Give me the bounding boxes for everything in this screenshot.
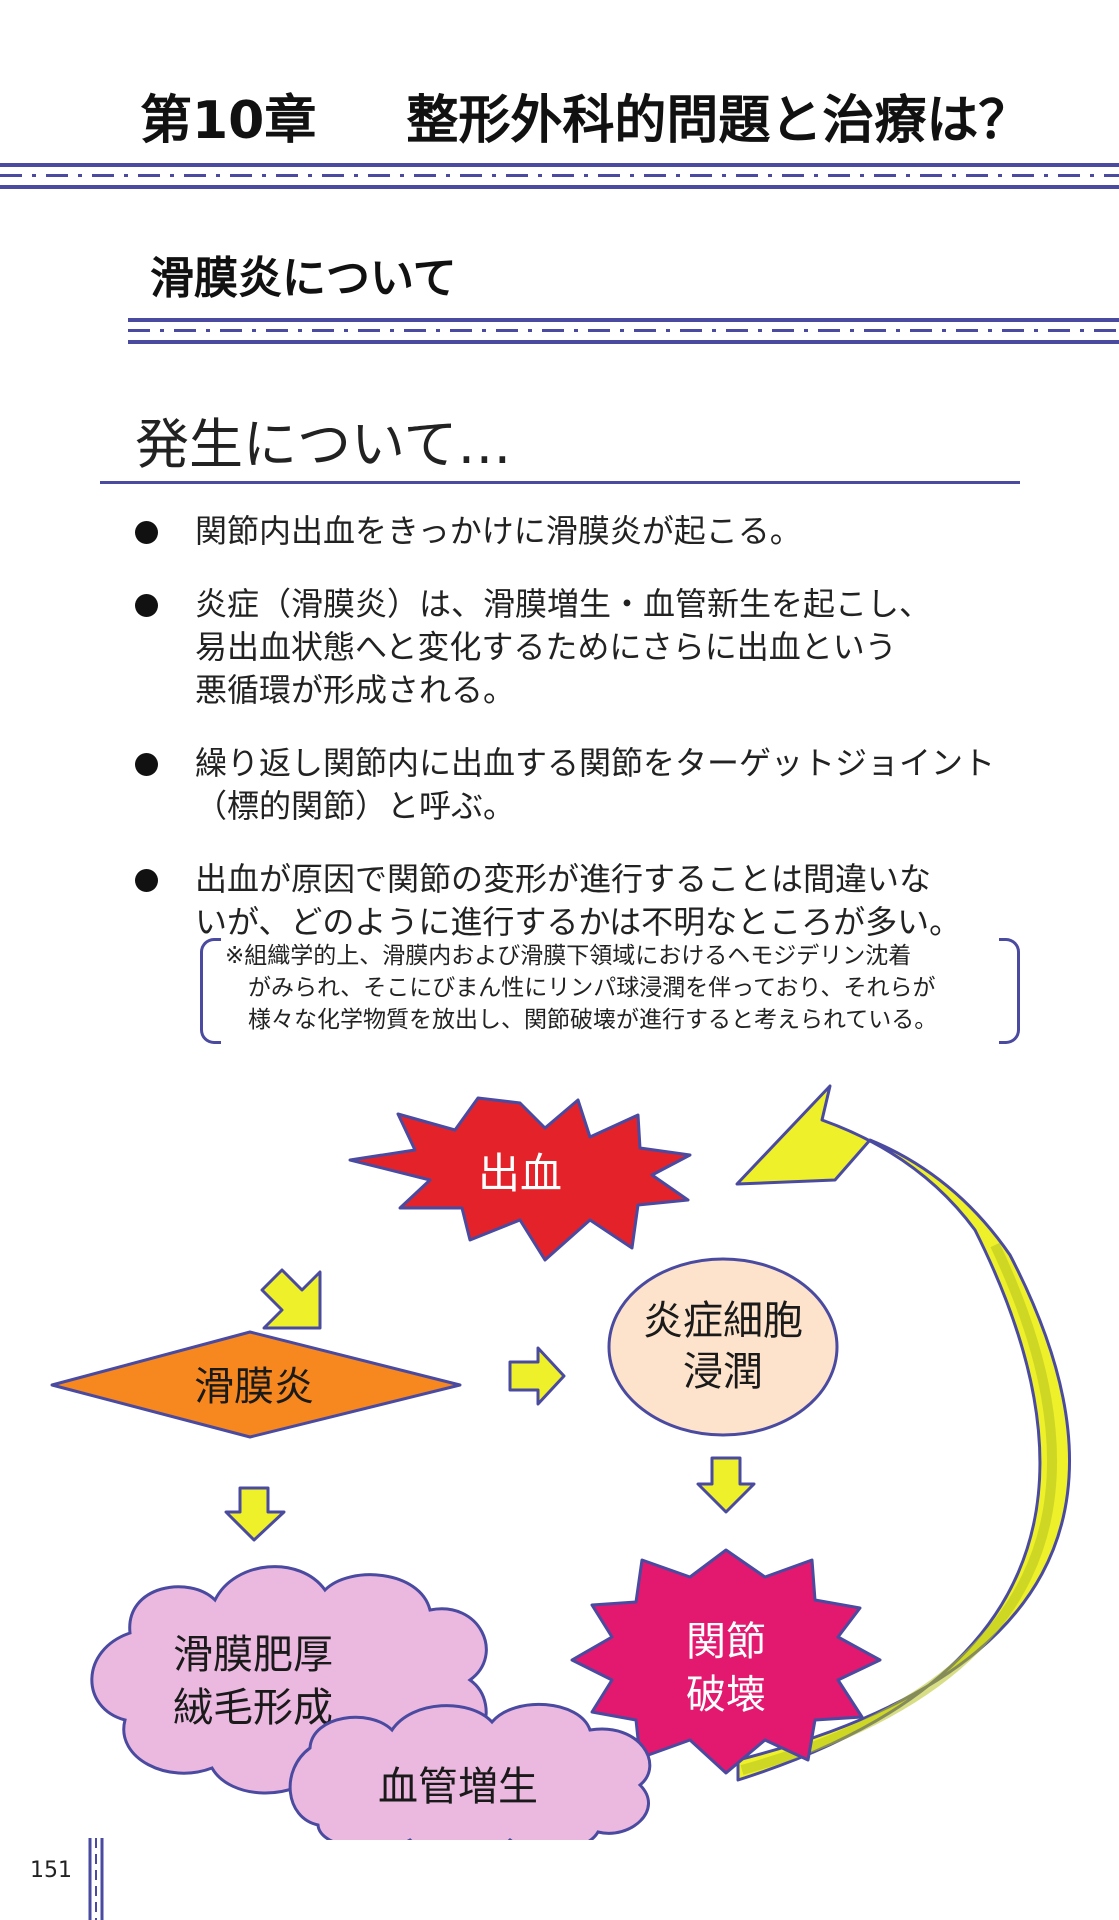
return-curved-arrow (735, 1084, 1071, 1782)
subsection-underline (100, 481, 1020, 484)
chapter-title: 第10章 整形外科的問題と治療は？ (140, 78, 1030, 153)
page-number: 151 (30, 1858, 72, 1883)
chapter-number: 第10章 (140, 91, 317, 151)
angiogenesis-label: 血管増生 (378, 1764, 538, 1810)
list-item-text: 繰り返し関節内に出血する関節をターゲットジョイント （標的関節）と呼ぶ。 (195, 744, 996, 825)
chapter-name: 整形外科的問題と治療は？ (406, 91, 1031, 151)
bullet-dot-icon (135, 521, 158, 544)
inflammatory-cells-label-2: 浸潤 (683, 1349, 763, 1395)
arrow-synovitis-to-hypertrophy-icon (224, 1486, 286, 1542)
note-bracket-right (999, 938, 1020, 1044)
note-bracket-left (200, 938, 221, 1044)
inflammatory-cells-node: 炎症細胞 浸潤 (607, 1257, 839, 1437)
bullet-dot-icon (135, 594, 158, 617)
synovitis-node: 滑膜炎 (50, 1330, 462, 1439)
pathogenesis-diagram: 出血 滑膜炎 炎症細胞 浸潤 関節 破壊 滑膜肥厚 絨毛形成 血管増生 (50, 1084, 1071, 1840)
list-item: 繰り返し関節内に出血する関節をターゲットジョイント （標的関節）と呼ぶ。 (135, 742, 1035, 828)
note-box: ※組織学的上、滑膜内および滑膜下領域におけるヘモジデリン沈着 がみられ、そこにび… (200, 938, 1020, 1044)
joint-destruction-label-1: 関節 (686, 1619, 766, 1665)
synovitis-label: 滑膜炎 (194, 1364, 314, 1410)
chapter-rule (0, 163, 1119, 189)
bullet-dot-icon (135, 753, 158, 776)
bullet-dot-icon (135, 869, 158, 892)
list-item: 炎症（滑膜炎）は、滑膜増生・血管新生を起こし、 易出血状態へと変化するためにさら… (135, 583, 1035, 712)
list-item: 出血が原因で関節の変形が進行することは間違いな いが、どのように進行するかは不明… (135, 858, 1035, 944)
section-rule (128, 318, 1119, 344)
bullet-list: 関節内出血をきっかけに滑膜炎が起こる。 炎症（滑膜炎）は、滑膜増生・血管新生を起… (135, 510, 1035, 974)
list-item-text: 炎症（滑膜炎）は、滑膜増生・血管新生を起こし、 易出血状態へと変化するためにさら… (195, 585, 932, 709)
margin-bar (88, 1838, 104, 1920)
list-item-text: 出血が原因で関節の変形が進行することは間違いな いが、どのように進行するかは不明… (195, 860, 962, 941)
list-item: 関節内出血をきっかけに滑膜炎が起こる。 (135, 510, 1035, 553)
list-item-text: 関節内出血をきっかけに滑膜炎が起こる。 (195, 512, 802, 550)
inflammatory-cells-label-1: 炎症細胞 (643, 1298, 803, 1344)
bleeding-node: 出血 (348, 1096, 692, 1262)
synovial-hypertrophy-label-2: 絨毛形成 (173, 1685, 333, 1731)
angiogenesis-node: 血管増生 (288, 1702, 652, 1840)
joint-destruction-node: 関節 破壊 (570, 1548, 882, 1775)
arrow-synovitis-to-cells-icon (508, 1346, 566, 1406)
arrow-bleeding-to-synovitis-icon (260, 1268, 322, 1330)
joint-destruction-label-2: 破壊 (686, 1672, 766, 1718)
bleeding-label: 出血 (478, 1149, 562, 1198)
note-text: ※組織学的上、滑膜内および滑膜下領域におけるヘモジデリン沈着 がみられ、そこにび… (225, 943, 938, 1033)
section-title: 滑膜炎について (150, 253, 457, 304)
arrow-cells-to-destruction-icon (696, 1456, 756, 1514)
subsection-title: 発生について… (135, 413, 512, 476)
synovial-hypertrophy-label-1: 滑膜肥厚 (173, 1632, 333, 1678)
